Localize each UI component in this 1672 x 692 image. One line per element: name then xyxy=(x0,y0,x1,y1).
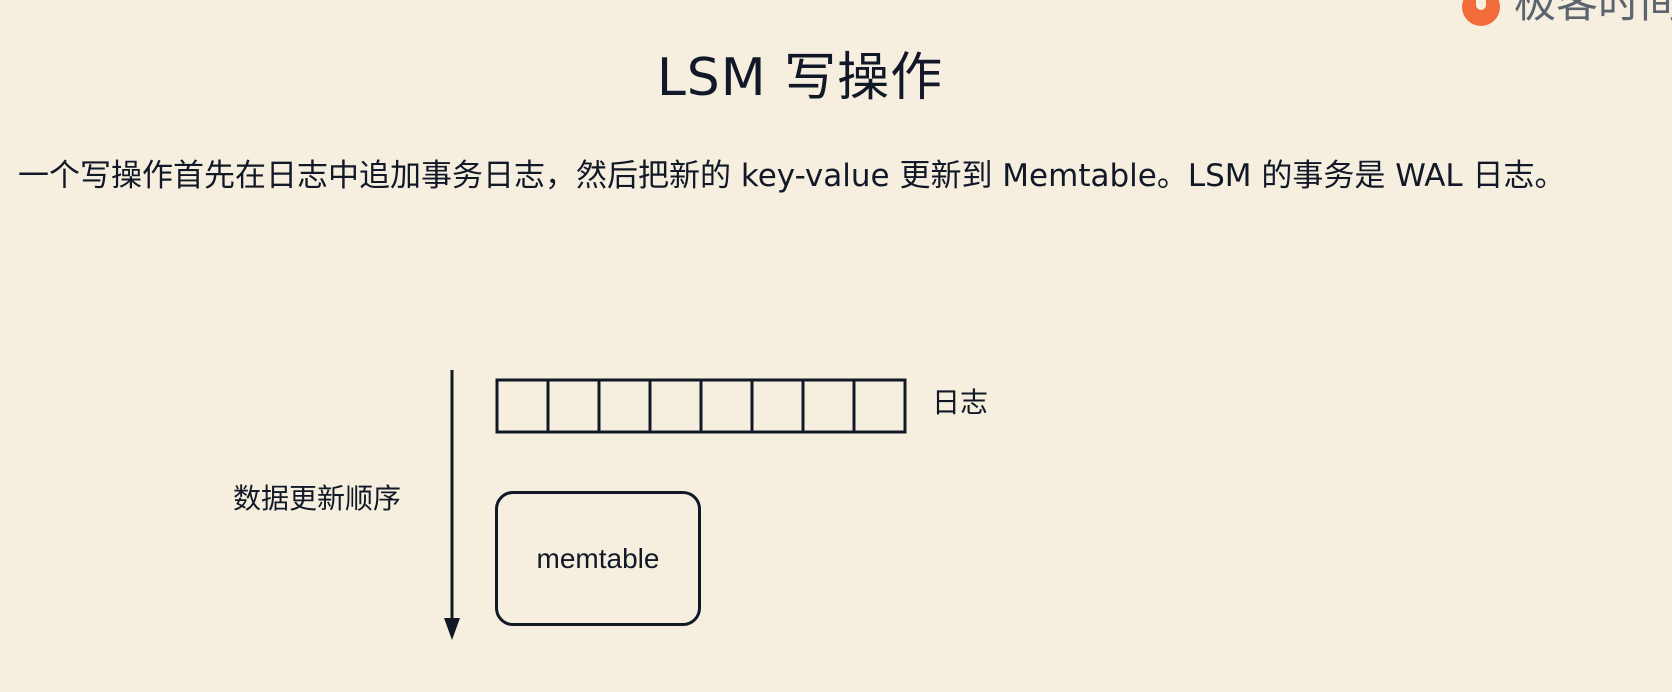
log-cell xyxy=(801,378,856,434)
logo: 极客时间 xyxy=(1462,0,1672,30)
direction-arrow-head xyxy=(444,618,460,640)
memtable-label: memtable xyxy=(536,542,660,574)
log-cell xyxy=(597,378,652,434)
log-cell xyxy=(852,378,907,434)
logo-text: 极客时间 xyxy=(1514,0,1672,27)
description-paragraph: 一个写操作首先在日志中追加事务日志，然后把新的 key-value 更新到 Me… xyxy=(18,158,1566,194)
page-title: LSM 写操作 xyxy=(656,47,944,108)
log-cell xyxy=(648,378,703,434)
log-label: 日志 xyxy=(932,386,989,419)
log-cell xyxy=(546,378,601,434)
log-cells xyxy=(495,378,907,434)
log-cell xyxy=(699,378,754,434)
logo-icon xyxy=(1462,0,1500,26)
log-cell xyxy=(495,378,550,434)
memtable-box: memtable xyxy=(495,491,701,626)
log-cell xyxy=(750,378,805,434)
data-update-order-label: 数据更新顺序 xyxy=(233,482,402,515)
